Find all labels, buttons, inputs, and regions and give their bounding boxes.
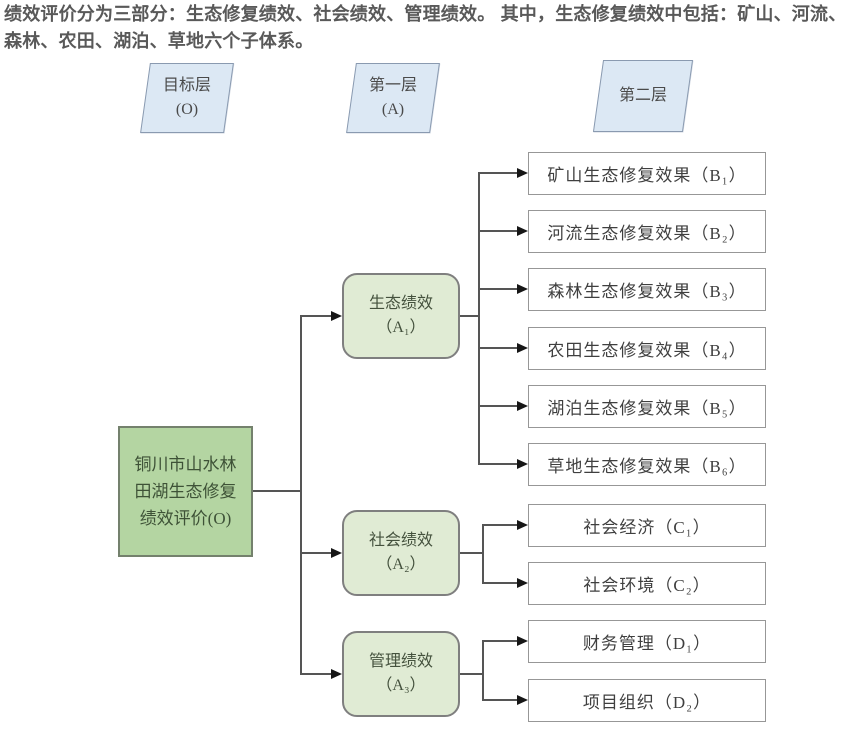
level2-node-b5: 湖泊生态修复效果（B₅）	[528, 385, 766, 428]
connector-line	[478, 288, 519, 290]
arrowhead-icon	[331, 548, 342, 558]
arrowhead-icon	[517, 343, 528, 353]
level1-node-eco: 生态绩效 （A₁）	[342, 273, 460, 359]
arrowhead-icon	[517, 168, 528, 178]
level2-node-b2: 河流生态修复效果（B₂）	[528, 210, 766, 253]
arrowhead-icon	[517, 226, 528, 236]
arrowhead-icon	[517, 520, 528, 530]
layer-header-first-label: 第一层 (A)	[368, 77, 417, 118]
level2-node-b3: 森林生态修复效果（B₃）	[528, 268, 766, 311]
arrowhead-icon	[517, 695, 528, 705]
connector-line	[300, 673, 333, 675]
layer-header-objective-label: 目标层 (O)	[162, 77, 211, 118]
root-node: 铜川市山水林 田湖生态修复 绩效评价(O)	[118, 426, 253, 557]
arrowhead-icon	[331, 669, 342, 679]
connector-line	[460, 315, 480, 317]
level2-node-b1: 矿山生态修复效果（B₁）	[528, 152, 766, 195]
level2-node-c1: 社会经济（C₁）	[528, 504, 766, 547]
level2-node-d2: 项目组织（D₂）	[528, 679, 766, 722]
connector-line	[482, 640, 519, 642]
arrowhead-icon	[517, 636, 528, 646]
level2-node-b4: 农田生态修复效果（B₄）	[528, 327, 766, 370]
connector-line	[478, 230, 519, 232]
arrowhead-icon	[517, 284, 528, 294]
arrowhead-icon	[517, 401, 528, 411]
connector-line	[253, 490, 301, 492]
connector-line	[300, 552, 333, 554]
connector-line	[482, 699, 519, 701]
connector-line	[478, 172, 480, 465]
connector-line	[482, 524, 519, 526]
level1-node-management: 管理绩效 （A₃）	[342, 631, 460, 717]
connector-line	[300, 315, 333, 317]
level2-node-c2: 社会环境（C₂）	[528, 562, 766, 605]
connector-line	[460, 673, 484, 675]
connector-line	[478, 172, 519, 174]
connector-line	[478, 463, 519, 465]
level2-node-b6: 草地生态修复效果（B₆）	[528, 443, 766, 486]
layer-header-second-label: 第二层	[618, 87, 667, 104]
connector-line	[482, 524, 484, 584]
intro-text: 绩效评价分为三部分：生态修复绩效、社会绩效、管理绩效。 其中，生态修复绩效中包括…	[4, 4, 847, 51]
arrowhead-icon	[517, 459, 528, 469]
level2-node-d1: 财务管理（D₁）	[528, 620, 766, 663]
connector-line	[300, 315, 302, 675]
connector-line	[482, 582, 519, 584]
connector-line	[460, 552, 484, 554]
connector-line	[482, 640, 484, 701]
connector-line	[478, 405, 519, 407]
arrowhead-icon	[517, 578, 528, 588]
level1-node-social: 社会绩效 （A₂）	[342, 510, 460, 596]
connector-line	[478, 347, 519, 349]
arrowhead-icon	[331, 311, 342, 321]
